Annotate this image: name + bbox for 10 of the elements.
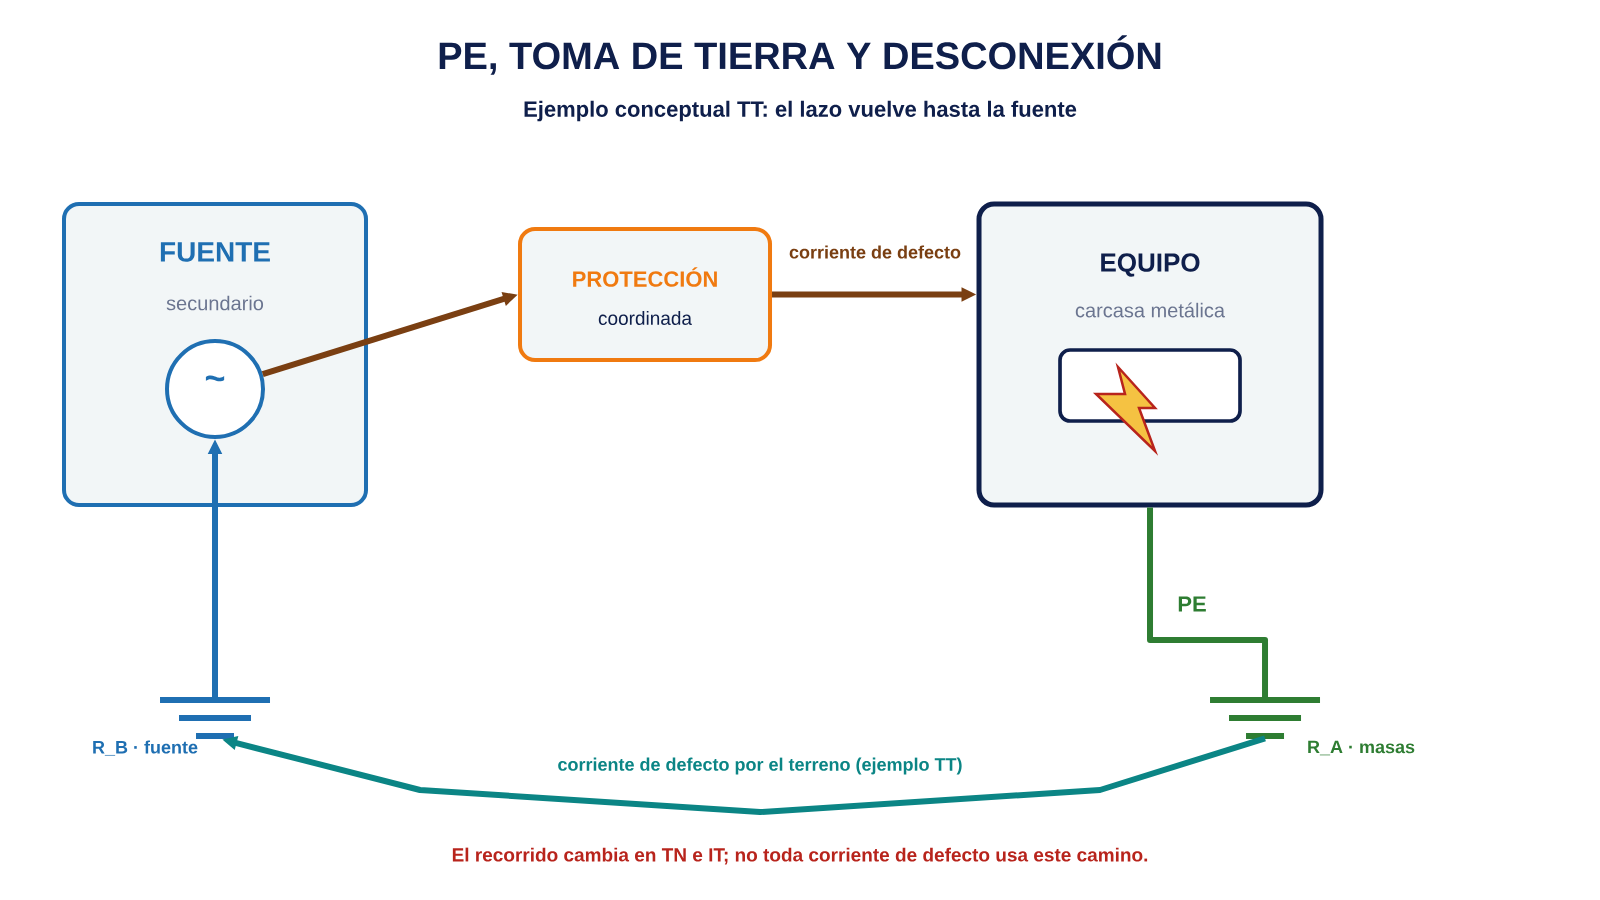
wire: [1147, 507, 1268, 698]
ground-label: R_B · fuente: [93, 740, 198, 756]
edge-label: corriente de defecto por el terreno (ejemplo TT): [554, 755, 966, 777]
protection-box: PROTECCIÓN coordinada: [518, 227, 772, 362]
title: PE, TOMA DE TIERRA Y DESCONEXIÓN: [439, 35, 1161, 75]
ground-label: R_A · masas: [1308, 740, 1415, 756]
edge-label: PE: [1174, 593, 1210, 615]
edge-label: corriente de defecto: [786, 242, 964, 262]
subtitle: Ejemplo conceptual TT: el lazo vuelve hasta la fuente: [524, 100, 1077, 122]
note: El recorrido cambia en TN e IT; no toda corriente de defecto usa este camino.: [452, 847, 1148, 865]
